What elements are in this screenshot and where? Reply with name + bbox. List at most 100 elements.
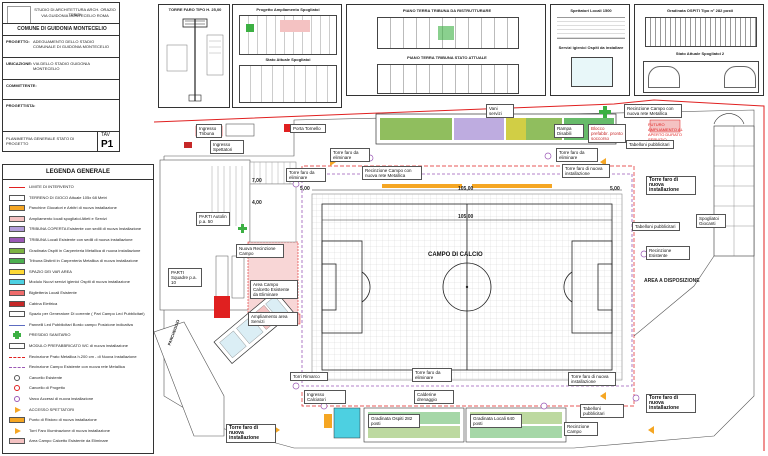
legend-item: Spazio per Generatore Di corrente ( Pari… bbox=[7, 310, 153, 318]
legend-swatch bbox=[9, 406, 25, 413]
callout-rampa: Rampa Disabili bbox=[554, 124, 584, 138]
legend-item: SPAZIO DEI VAR AREA bbox=[7, 268, 153, 276]
legend-label: Punto di Ristoro di nuova installazione bbox=[29, 417, 97, 423]
presidio-sanitario-icon-2 bbox=[238, 224, 247, 233]
legend-swatch bbox=[9, 226, 25, 233]
legend-swatch bbox=[9, 324, 25, 326]
legend-swatch bbox=[9, 438, 25, 445]
legend-label: Varco Accessi di nuova installazione bbox=[29, 396, 94, 401]
led-panels-top bbox=[382, 184, 552, 188]
legend-label: Cancello Esistente bbox=[29, 374, 63, 380]
legend-label: Cabina Elettrica bbox=[29, 300, 58, 306]
spettatori-panel: Spettatori Locali 1500 Servizi igienici … bbox=[550, 4, 630, 96]
callout-recinzione-top: Recinzione Campo con nuova rete Metallic… bbox=[624, 104, 682, 118]
callout-ingresso-tribuna: Ingresso Tribuna bbox=[196, 124, 222, 138]
legend-swatch bbox=[9, 187, 25, 188]
servizi-ospiti-module bbox=[333, 407, 361, 439]
tribuna-coperta bbox=[454, 118, 504, 140]
legend-item: Recinzione Campo Esistente con nuova ret… bbox=[7, 363, 153, 371]
torre-faro-panel: TORRE FARO TIPO H. 25,00 bbox=[158, 4, 230, 108]
legend-label: Recinzione Campo Esistente con nuova ret… bbox=[29, 364, 125, 370]
legend-swatch bbox=[9, 311, 25, 318]
legend-swatch bbox=[9, 279, 25, 286]
callout-tabelloni-2: Tabelloni pubblicitari bbox=[632, 222, 680, 231]
callout-pronto-soccorso: Blocco prefabbr. pronto soccorso bbox=[588, 124, 626, 143]
legend-label: SPAZIO DEI VAR AREA bbox=[29, 268, 72, 274]
center-circle bbox=[442, 262, 492, 312]
intervention-boundary bbox=[154, 99, 765, 451]
legend-label: Spazio per Generatore Di corrente ( Pari… bbox=[29, 311, 145, 317]
legend-item: Pannelli Led Pubblicitari Bordo campo Po… bbox=[7, 321, 153, 329]
callout-calcetto: Area Campo Calcetto Esistente da Elimina… bbox=[250, 280, 298, 299]
legend-swatch bbox=[9, 417, 25, 424]
legend-label: Gradinata Ospiti in Carpenteria Metallic… bbox=[29, 247, 141, 253]
callout-porta-tornello: Porta Tornello bbox=[290, 124, 326, 133]
tribuna-panel: PIANO TERRA TRIBUNA DA RISTRUTTURARE PIA… bbox=[346, 4, 546, 96]
location-label: UBICAZIONE: bbox=[6, 61, 33, 66]
title-block: STUDIO DI ARCHITETTURA ARCH. ORAZIO TEBI… bbox=[2, 2, 120, 152]
callout-gradinata-ospiti: Gradinata Ospiti 282 posti bbox=[368, 414, 420, 428]
legend-item: Gradinata Ospiti in Carpenteria Metallic… bbox=[7, 247, 153, 255]
legend-item: TRIBUNA COPERTA Esistente con sedili di … bbox=[7, 225, 153, 233]
legend-label: ACCESSO SPETTATORI bbox=[29, 406, 75, 412]
callout-torre-nuova-5: Torre faro di nuova installazione bbox=[226, 424, 276, 443]
project-label: PROGETTO: bbox=[6, 39, 30, 44]
callout-tabelloni-1: Tabelloni pubblicitari bbox=[626, 140, 674, 149]
callout-ampliamento-servizi: Ampliamento area Servizi bbox=[248, 312, 298, 326]
legend-label: Area Campo Calcetto Esistente da Elimina… bbox=[29, 438, 109, 444]
legend-item: Area Campo Calcetto Esistente da Elimina… bbox=[7, 437, 153, 445]
legend-item: Punto di Ristoro di nuova installazione bbox=[7, 416, 153, 424]
callout-spogliatoi-giocanti: Spogliatoi Giocanti bbox=[696, 214, 726, 228]
legend-item: Varco Accessi di nuova installazione bbox=[7, 395, 153, 403]
location-text: VIA DELLO STADIO GUIDONIA MONTECELIO bbox=[33, 61, 90, 71]
legend-label: TRIBUNA COPERTA Esistente con sedili di … bbox=[29, 226, 142, 232]
sheet-title: PLANIMETRIA GENERALE STATO DI PROGETTO bbox=[6, 136, 75, 146]
legend-item: ACCESSO SPETTATORI bbox=[7, 406, 153, 414]
callout-vani-servizi: Vani servizi bbox=[486, 104, 514, 118]
campo-label: CAMPO DI CALCIO bbox=[428, 252, 483, 258]
dim-4: 4,00 bbox=[252, 200, 262, 206]
committente-label: COMMITTENTE: bbox=[6, 83, 37, 88]
legend-label: Torri Faro Illuminazione di nuova instal… bbox=[29, 427, 110, 433]
legend-label: Biglietteria Locali Esistente bbox=[29, 290, 77, 295]
legend-swatch bbox=[9, 205, 25, 212]
dim-105-top: 105,00 bbox=[458, 186, 474, 192]
callout-ingresso-calciatori: Ingresso Calciatori bbox=[304, 390, 346, 404]
legend-swatch bbox=[9, 356, 25, 358]
legend-item: Ampliamento locali spogliatoi Atleti e S… bbox=[7, 215, 153, 223]
callout-calderine: Calderine drenaggio bbox=[414, 390, 454, 404]
punto-ristoro bbox=[324, 414, 332, 428]
tribuna-green-left bbox=[380, 118, 452, 140]
servizi-ospiti-plan bbox=[571, 57, 613, 87]
red-block-left bbox=[214, 296, 230, 318]
callout-torre-eliminare-1: Torre faro da eliminare bbox=[286, 168, 326, 182]
legend-swatch bbox=[14, 396, 20, 402]
servizi-ospiti-title: Servizi igienici Ospiti da installare bbox=[558, 45, 624, 50]
var-area bbox=[506, 118, 526, 140]
futuro-ampliamento-box bbox=[649, 119, 681, 133]
client-name: COMUNE DI GUIDONIA MONTECELIO bbox=[17, 26, 107, 32]
callout-nuova-recinzione: Nuova Recinzione Campo bbox=[236, 244, 284, 258]
legend-item: Modulo Nuovi servizi igienici Ospiti di … bbox=[7, 278, 153, 286]
progetto-spogliatoi-title: Progetto Ampliamento Spogliatoi bbox=[256, 7, 320, 12]
legend-item: Biglietteria Locali Esistente bbox=[7, 289, 153, 297]
legend-swatch bbox=[9, 268, 25, 275]
tribuna-ristrutturare-plan bbox=[377, 17, 519, 49]
stato-spogliatoi-plan bbox=[239, 65, 337, 103]
legend-item: Torri Faro Illuminazione di nuova instal… bbox=[7, 427, 153, 435]
legend-swatch bbox=[9, 343, 25, 349]
legend-item: Panchine Giocatori e Arbitri di nuova in… bbox=[7, 204, 153, 212]
futuro-ampliamento: FUTURO AMPLIAMENTO AL APERTO DURATO SERV… bbox=[648, 122, 683, 142]
legend-swatch bbox=[9, 300, 25, 307]
purple-fence bbox=[301, 173, 633, 387]
legend-swatch bbox=[9, 237, 25, 243]
spogliatoi-2-title: Stato Attuale Spogliatoi 2 bbox=[675, 51, 725, 56]
legend-item: LIMITE DI INTERVENTO bbox=[7, 183, 153, 191]
legend-item: PRESIDIO SANITARIO bbox=[7, 331, 153, 340]
presidio-sanitario-icon bbox=[599, 106, 611, 118]
spogliatoi-panel: Progetto Ampliamento Spogliatoi Stato At… bbox=[232, 4, 342, 108]
legend-item: TERRENO DI GIOCO Attuale 105x 68 Metri bbox=[7, 194, 153, 202]
legend-label: LIMITE DI INTERVENTO bbox=[29, 184, 74, 189]
